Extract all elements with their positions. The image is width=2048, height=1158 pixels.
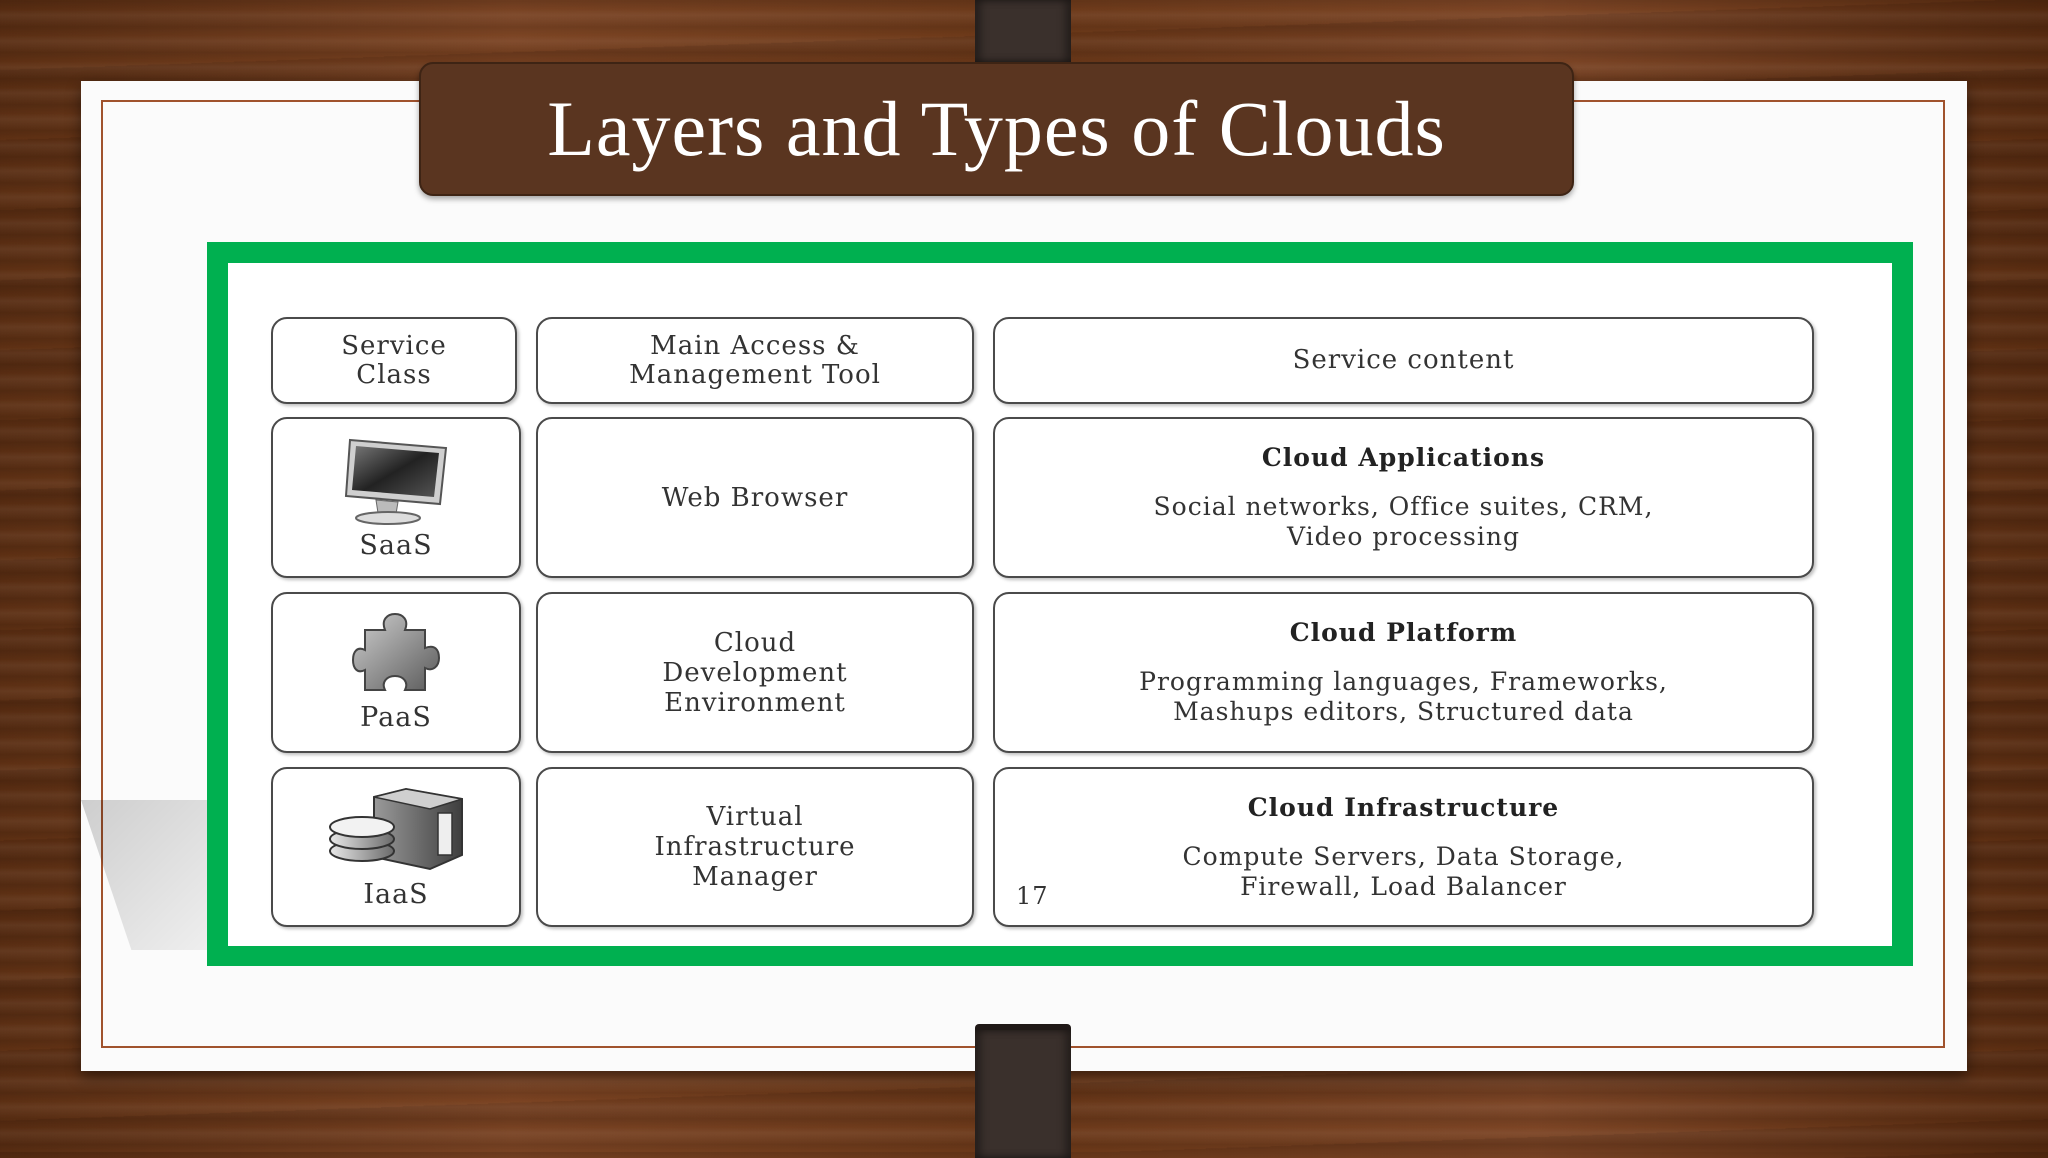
- row-paas-tool: Cloud Development Environment: [536, 592, 974, 753]
- header-service-class-label: Service Class: [341, 330, 447, 390]
- header-service-class: Service Class: [271, 317, 517, 404]
- row-iaas-class-label: IaaS: [363, 878, 429, 910]
- binder-clip-bottom: [975, 1024, 1071, 1158]
- row-paas-tool-label: Cloud Development Environment: [662, 627, 848, 718]
- row-saas-class-label: SaaS: [359, 530, 433, 561]
- row-paas-class: PaaS: [271, 592, 521, 753]
- row-iaas-tool-label: Virtual Infrastructure Manager: [654, 802, 856, 892]
- title-banner: Layers and Types of Clouds: [419, 62, 1574, 196]
- header-access-tool-label: Main Access & Management Tool: [629, 330, 881, 390]
- row-paas-content: Cloud Platform Programming languages, Fr…: [993, 592, 1814, 753]
- page-number: 17: [1016, 882, 1049, 910]
- header-access-tool: Main Access & Management Tool: [536, 317, 974, 404]
- row-saas-tool: Web Browser: [536, 417, 974, 578]
- row-paas-content-title: Cloud Platform: [1289, 618, 1518, 647]
- server-database-icon: [326, 785, 466, 875]
- puzzle-piece-icon: [351, 612, 441, 698]
- monitor-icon: [336, 434, 456, 526]
- row-paas-content-desc: Programming languages, Frameworks, Mashu…: [1139, 667, 1668, 726]
- row-saas-content: Cloud Applications Social networks, Offi…: [993, 417, 1814, 578]
- row-iaas-content-title: Cloud Infrastructure: [1247, 792, 1560, 822]
- slide-title: Layers and Types of Clouds: [547, 85, 1446, 172]
- row-paas-class-label: PaaS: [360, 702, 432, 733]
- row-iaas-class: IaaS: [271, 767, 521, 927]
- row-saas-content-title: Cloud Applications: [1261, 443, 1546, 472]
- header-service-content: Service content: [993, 317, 1814, 404]
- row-saas-tool-label: Web Browser: [661, 482, 849, 513]
- row-iaas-content-desc: Compute Servers, Data Storage, Firewall,…: [1182, 841, 1625, 901]
- row-saas-class: SaaS: [271, 417, 521, 578]
- binder-clip-top: [975, 0, 1071, 62]
- header-service-content-label: Service content: [1292, 345, 1515, 375]
- row-iaas-tool: Virtual Infrastructure Manager: [536, 767, 974, 927]
- row-saas-content-desc: Social networks, Office suites, CRM, Vid…: [1153, 492, 1654, 551]
- row-iaas-content: Cloud Infrastructure Compute Servers, Da…: [993, 767, 1814, 927]
